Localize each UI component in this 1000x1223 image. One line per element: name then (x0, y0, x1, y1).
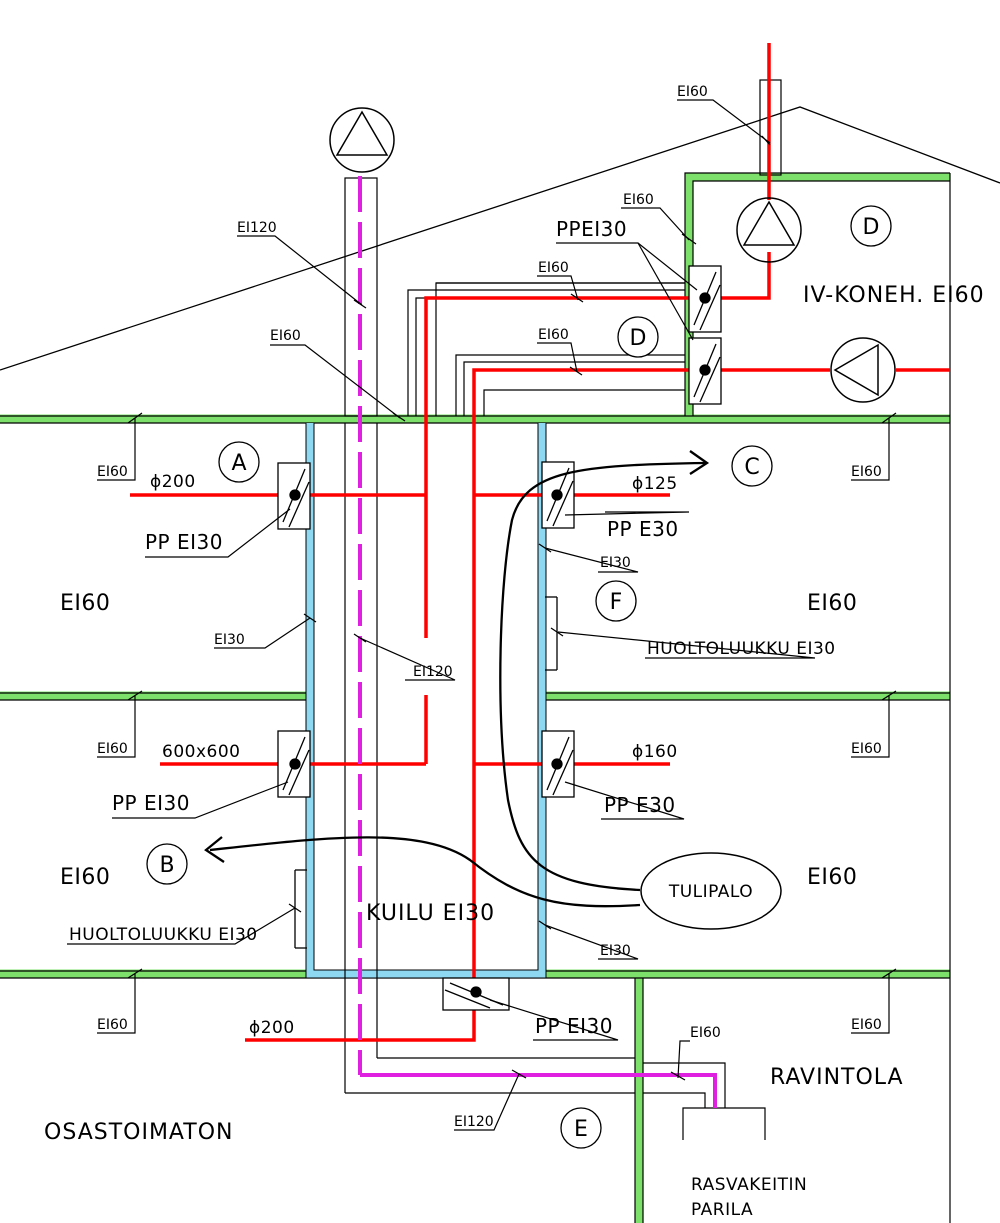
fire-damper-icon (688, 337, 722, 405)
callout-roof-penetration: EI60 (677, 84, 708, 100)
marker-c: C (744, 455, 759, 480)
fire-label: TULIPALO (668, 882, 753, 902)
fire-damper-icon (541, 730, 575, 798)
callout-restaurant-duct: EI60 (690, 1025, 721, 1041)
exhaust-duct-ei120 (358, 176, 717, 1108)
grill-label: PARILA (691, 1200, 753, 1220)
fire-damper-icon (688, 265, 722, 333)
duct-size-upper-right: ϕ125 (632, 474, 678, 494)
duct-size-lower-right: ϕ160 (632, 742, 678, 762)
ahu-room-label: IV-KONEH. EI60 (803, 283, 985, 308)
supply-ducts (130, 43, 950, 1042)
fire-spread-arrow-icon (204, 450, 710, 908)
callout-ahu-wall: EI60 (623, 192, 654, 208)
damper-label-lower-left: PP EI30 (112, 791, 190, 815)
ward-room-label: OSASTOIMATON (44, 1120, 233, 1145)
callout-floor2-left: EI60 (97, 741, 128, 757)
duct-size-lower-left: 600x600 (162, 742, 240, 762)
callout-exhaust-upper: EI120 (237, 220, 277, 236)
service-hatch-right (545, 596, 558, 671)
marker-f: F (610, 590, 623, 615)
roof-outline (0, 106, 1000, 371)
zone-lower-left: EI60 (60, 865, 110, 890)
callout-shaft-right-upper: EI30 (600, 555, 631, 571)
hatch-label-left: HUOLTOLUUKKU EI30 (69, 925, 258, 945)
fan-icon (830, 337, 896, 403)
duct-size-upper-left: ϕ200 (150, 472, 196, 492)
damper-label-ground: PP EI30 (535, 1014, 613, 1038)
hatch-label-right: HUOLTOLUUKKU EI30 (647, 639, 836, 659)
damper-label-roof: PPEI30 (556, 217, 627, 241)
fryer-label: RASVAKEITIN (691, 1175, 807, 1195)
fire-location (640, 852, 782, 930)
callout-floor1-right: EI60 (851, 464, 882, 480)
marker-a: A (231, 451, 246, 476)
damper-label-upper-right: PP E30 (607, 517, 679, 541)
callout-leaders (67, 99, 890, 1131)
damper-label-lower-right: PP E30 (604, 793, 676, 817)
fire-damper-icon (277, 730, 311, 798)
fan-icon (329, 107, 395, 173)
callout-duct-second: EI60 (538, 327, 569, 343)
restaurant-label: RAVINTOLA (770, 1065, 904, 1090)
fan-icon (736, 197, 802, 263)
marker-circles (146, 205, 892, 1149)
marker-b: B (159, 853, 174, 878)
shaft-walls-ei30 (305, 423, 547, 979)
callout-floor3-left: EI60 (97, 1017, 128, 1033)
fire-damper-icon (277, 462, 311, 530)
callout-exhaust-lower: EI120 (454, 1114, 494, 1130)
marker-e: E (574, 1117, 588, 1142)
damper-label-upper-left: PP EI30 (145, 530, 223, 554)
callout-exhaust-mid: EI120 (413, 664, 453, 680)
callout-roof-insulation: EI60 (270, 328, 301, 344)
labels: A B C D D E F IV-KONEH. EI60 RAVINTOLA O… (44, 84, 985, 1220)
service-hatch-left (294, 869, 307, 949)
duct-size-ground: ϕ200 (249, 1018, 295, 1038)
tick-marks (127, 135, 897, 1081)
fire-damper-icon (442, 977, 510, 1011)
zone-upper-right: EI60 (807, 591, 857, 616)
callout-duct-top: EI60 (538, 260, 569, 276)
marker-d-ahu: D (863, 215, 880, 240)
shaft-label: KUILU EI30 (366, 901, 495, 926)
callout-floor2-right: EI60 (851, 741, 882, 757)
marker-d-duct: D (630, 326, 647, 351)
zone-lower-right: EI60 (807, 865, 857, 890)
callout-shaft-left: EI30 (214, 632, 245, 648)
callout-shaft-right-lower: EI30 (600, 943, 631, 959)
callout-floor3-right: EI60 (851, 1017, 882, 1033)
zone-upper-left: EI60 (60, 591, 110, 616)
callout-floor1-left: EI60 (97, 464, 128, 480)
